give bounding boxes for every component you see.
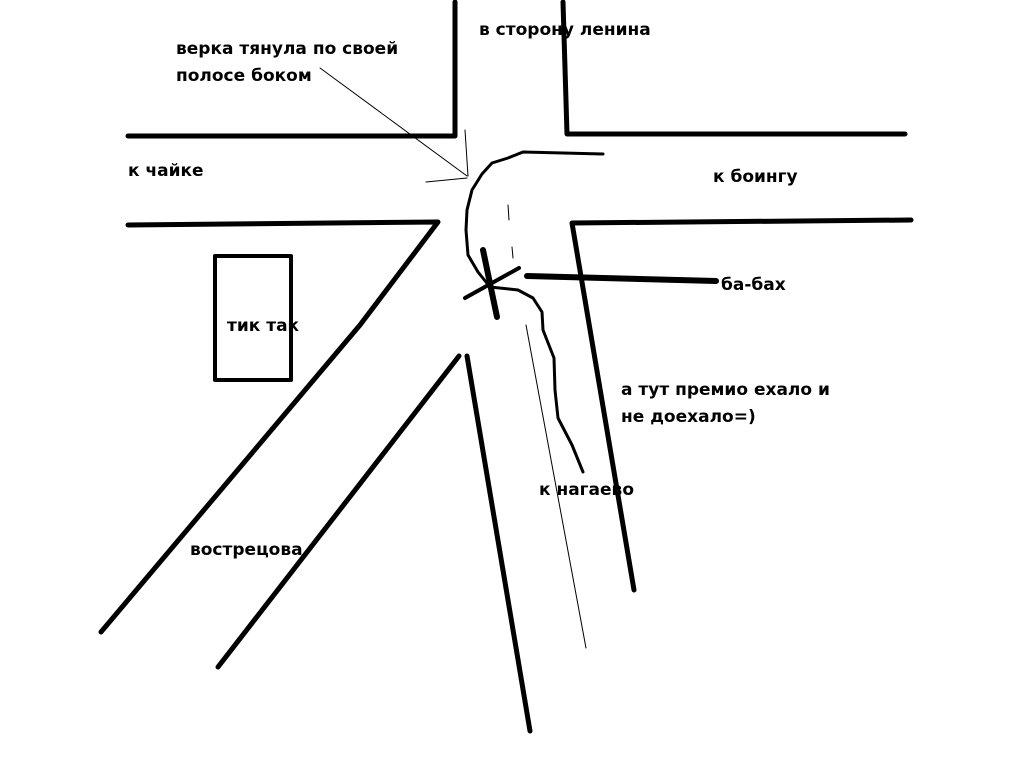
road-edge-nagaevo-left [464,353,533,734]
label-boing: к боингу [713,167,798,187]
lane-dash-1 [507,204,510,221]
label-vostretsova: вострецова [190,540,303,560]
crash-mark-stroke-2 [463,266,521,300]
babah-pointer [524,273,719,284]
verka-arrow-head-1 [464,129,469,177]
label-premio-line-1: а тут премио ехало и [621,380,830,400]
road-edge-left-lower [98,219,441,635]
verka-arrow-shaft [319,67,468,177]
verka-arrow-head-2 [425,177,468,183]
road-edge-vostretsova-inner [215,353,462,670]
road-edge-right-lower [569,217,914,593]
label-chaika: к чайке [128,161,204,181]
label-verka-line-1: верка тянула по своей [176,39,399,59]
verka-trajectory [464,150,605,474]
tik-tak-building [213,254,293,382]
road-edge-top-right [560,0,908,137]
lane-dash-2 [511,246,514,259]
label-premio-line-2: не доехало=) [621,407,756,427]
label-lenina: в сторону ленина [479,20,651,40]
label-verka: верка тянула по своей полосе боком [176,36,398,90]
label-tiktak: тик так [227,316,300,336]
label-nagaevo: к нагаево [539,480,634,500]
road-edge-top-left [125,0,458,139]
lane-divider [525,324,587,649]
label-premio: а тут премио ехало и не доехало=) [621,377,830,431]
label-verka-line-2: полосе боком [176,66,312,86]
label-babah: ба-бах [721,275,786,295]
